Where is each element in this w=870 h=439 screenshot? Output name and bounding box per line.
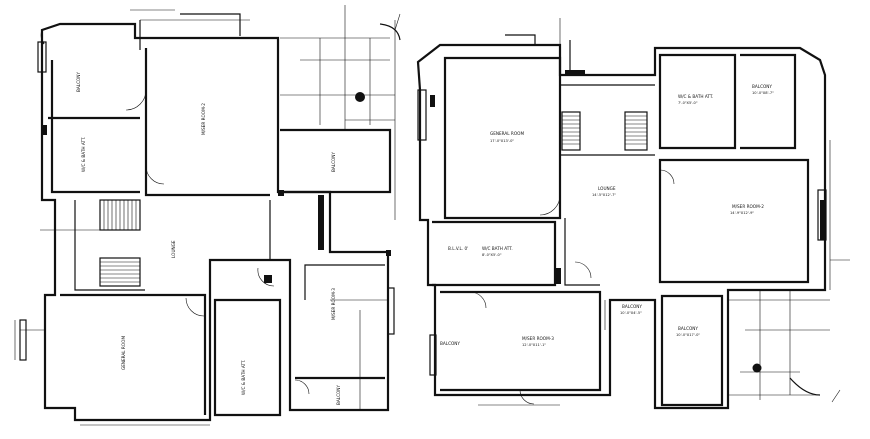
svg-text:LOUNGE: LOUNGE	[171, 240, 176, 258]
svg-text:LOUNGE: LOUNGE	[598, 186, 616, 191]
svg-text:BALCONY: BALCONY	[752, 84, 772, 89]
svg-text:M/SER ROOM-2: M/SER ROOM-2	[201, 103, 206, 135]
svg-text:W/C & BATH ATT.: W/C & BATH ATT.	[678, 94, 713, 99]
svg-text:W/C & BATH ATT.: W/C & BATH ATT.	[241, 360, 246, 395]
left-floor-plan: BALCONY M/SER ROOM-2 W/C & BATH ATT. BAL…	[14, 5, 401, 426]
stairs-left-upper	[99, 199, 141, 231]
svg-text:12'-0"X11'-1": 12'-0"X11'-1"	[522, 343, 546, 347]
stairs-left-lower	[99, 257, 141, 287]
svg-text:W/C BATH ATT.: W/C BATH ATT.	[482, 246, 513, 251]
svg-text:GENERAL ROOM: GENERAL ROOM	[121, 336, 126, 370]
right-floor-plan: GENERAL ROOM 17'-0"X13'-0" W/C & BATH AT…	[416, 18, 850, 410]
svg-text:M/SER ROOM-3: M/SER ROOM-3	[331, 288, 336, 320]
svg-text:10'-0"X8'-7": 10'-0"X8'-7"	[752, 91, 774, 95]
svg-text:BALCONY: BALCONY	[678, 326, 698, 331]
svg-text:GENERAL ROOM: GENERAL ROOM	[490, 131, 524, 136]
svg-text:8'-0"X5'-0": 8'-0"X5'-0"	[482, 253, 502, 257]
svg-text:M/SER ROOM-2: M/SER ROOM-2	[732, 204, 764, 209]
svg-text:14'-9"X12'-9": 14'-9"X12'-9"	[730, 211, 754, 215]
svg-text:14'-5"X12'-7": 14'-5"X12'-7"	[592, 193, 616, 197]
svg-text:BALCONY: BALCONY	[76, 72, 81, 92]
svg-text:W/C & BATH ATT.: W/C & BATH ATT.	[81, 137, 86, 172]
svg-text:10'-0"X17'-0": 10'-0"X17'-0"	[676, 333, 700, 337]
svg-text:17'-0"X13'-0": 17'-0"X13'-0"	[490, 139, 514, 143]
stairs-right-right	[624, 111, 648, 151]
svg-text:B.L.V.L. 0': B.L.V.L. 0'	[448, 246, 468, 251]
svg-text:BALCONY: BALCONY	[331, 152, 336, 172]
svg-text:7'-0"X5'-0": 7'-0"X5'-0"	[678, 101, 698, 105]
svg-text:10'-0"X4'-5": 10'-0"X4'-5"	[620, 311, 642, 315]
svg-text:M/SER ROOM-3: M/SER ROOM-3	[522, 336, 554, 341]
svg-text:BALCONY: BALCONY	[336, 385, 341, 405]
svg-text:BALCONY: BALCONY	[440, 341, 460, 346]
stairs-right-left	[561, 111, 581, 151]
svg-text:BALCONY: BALCONY	[622, 304, 642, 309]
